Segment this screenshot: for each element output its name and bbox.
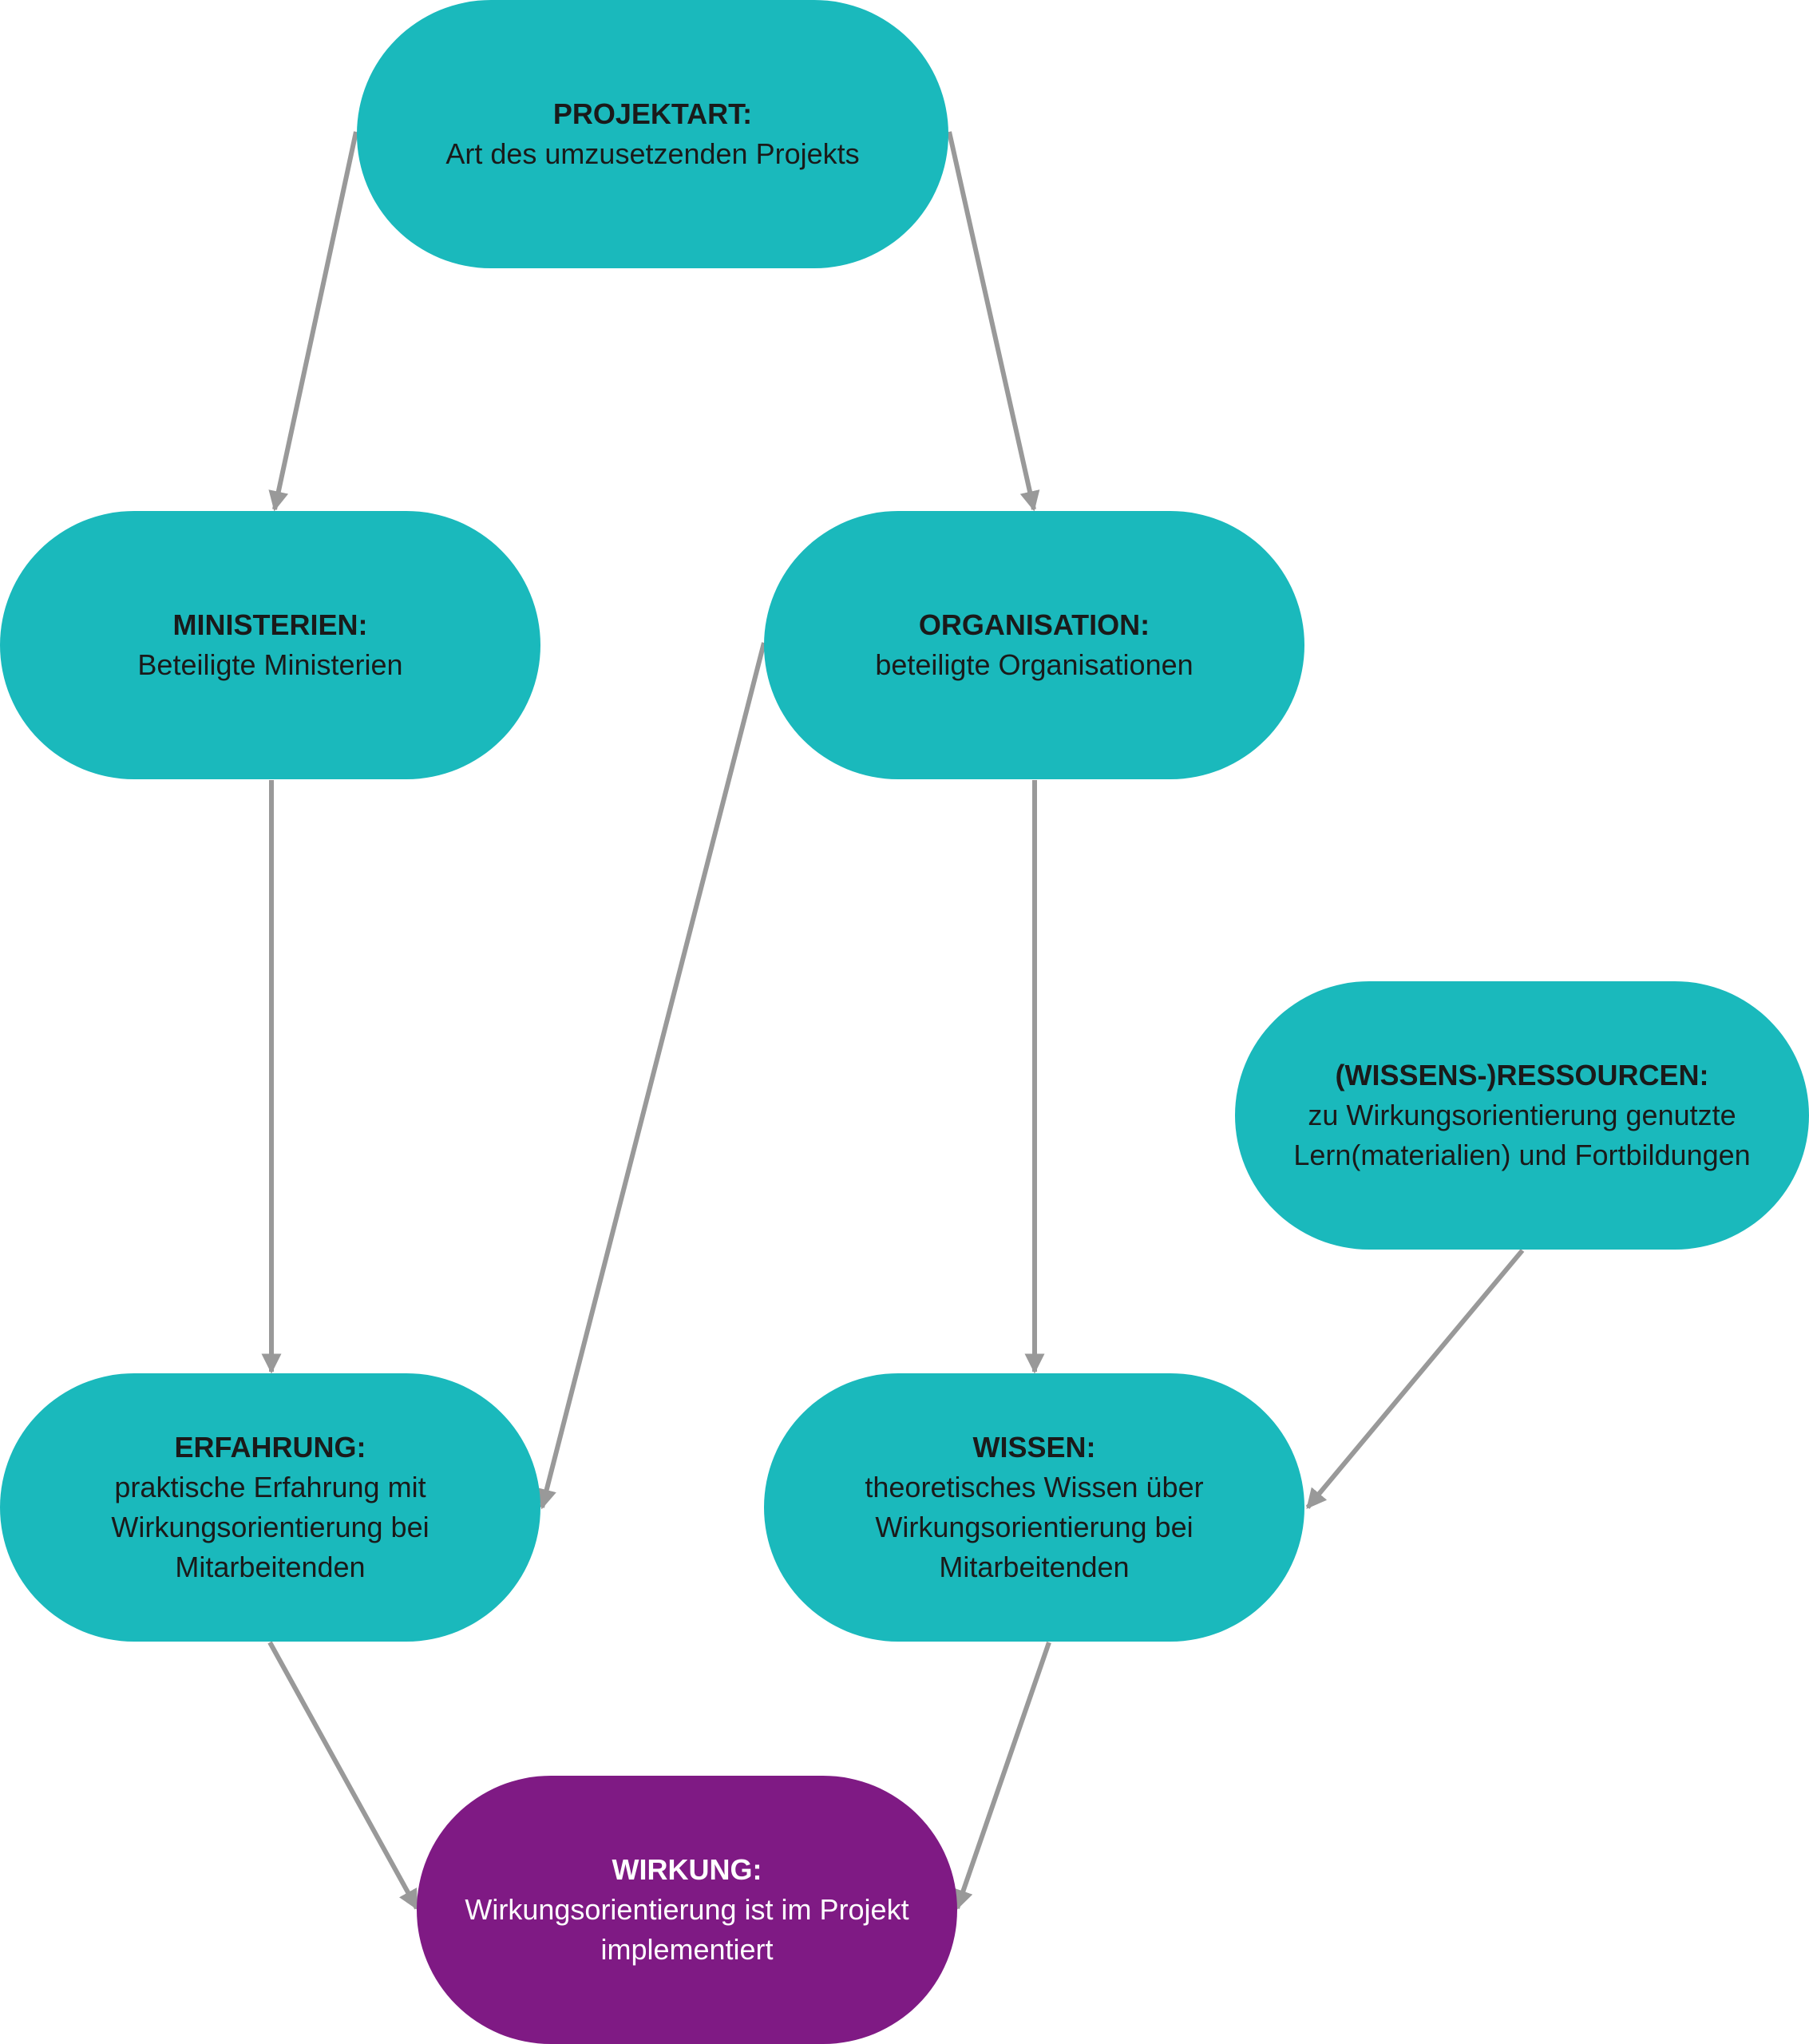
node-erfahrung: ERFAHRUNG: praktische Erfahrung mit Wirk… (0, 1373, 540, 1642)
node-wissen-title: WISSEN: (972, 1431, 1096, 1464)
node-wirkung: WIRKUNG: Wirkungsorientierung ist im Pro… (417, 1776, 957, 2044)
node-ministerien-text-1: Beteiligte Ministerien (137, 648, 403, 681)
node-wissen-text-2: Wirkungsorientierung bei (875, 1511, 1193, 1543)
node-wissen: WISSEN: theoretisches Wissen über Wirkun… (764, 1373, 1304, 1642)
node-ressourcen-text-2: Lern(materialien) und Fortbildungen (1293, 1139, 1751, 1171)
arrow-organisation-to-erfahrung (536, 642, 766, 1510)
arrow-projektart-to-ministerien (268, 131, 358, 512)
node-erfahrung-text-2: Wirkungsorientierung bei (111, 1511, 429, 1543)
arrow-projektart-to-organisation (947, 131, 1040, 512)
node-projektart-text-1: Art des umzusetzenden Projekts (445, 137, 860, 170)
node-wissen-text-3: Mitarbeitenden (939, 1551, 1130, 1583)
node-projektart: PROJEKTART: Art des umzusetzenden Projek… (357, 0, 948, 268)
arrow-wissen-to-wirkung (953, 1642, 1051, 1911)
node-ministerien: MINISTERIEN: Beteiligte Ministerien (0, 511, 540, 779)
node-erfahrung-text-3: Mitarbeitenden (175, 1551, 366, 1583)
node-wissen-text-1: theoretisches Wissen über (865, 1471, 1204, 1503)
node-organisation: ORGANISATION: beteiligte Organisationen (764, 511, 1304, 779)
node-ressourcen-title: (WISSENS-)RESSOURCEN: (1335, 1059, 1709, 1091)
node-projektart-title: PROJEKTART: (552, 97, 753, 130)
node-ministerien-title: MINISTERIEN: (172, 608, 368, 641)
arrow-ressourcen-to-wissen (1305, 1249, 1525, 1509)
node-organisation-text-1: beteiligte Organisationen (875, 648, 1193, 681)
node-wirkung-text-2: implementiert (600, 1933, 774, 1966)
node-wirkung-text-1: Wirkungsorientierung ist im Projekt (465, 1893, 909, 1926)
node-ressourcen-text-1: zu Wirkungsorientierung genutzte (1308, 1099, 1736, 1131)
node-erfahrung-title: ERFAHRUNG: (174, 1431, 366, 1464)
node-ressourcen: (WISSENS-)RESSOURCEN: zu Wirkungsorienti… (1235, 981, 1809, 1250)
node-organisation-title: ORGANISATION: (918, 608, 1150, 641)
arrow-erfahrung-to-wirkung (267, 1641, 419, 1911)
node-wirkung-title: WIRKUNG: (612, 1853, 762, 1886)
node-erfahrung-text-1: praktische Erfahrung mit (114, 1471, 426, 1503)
